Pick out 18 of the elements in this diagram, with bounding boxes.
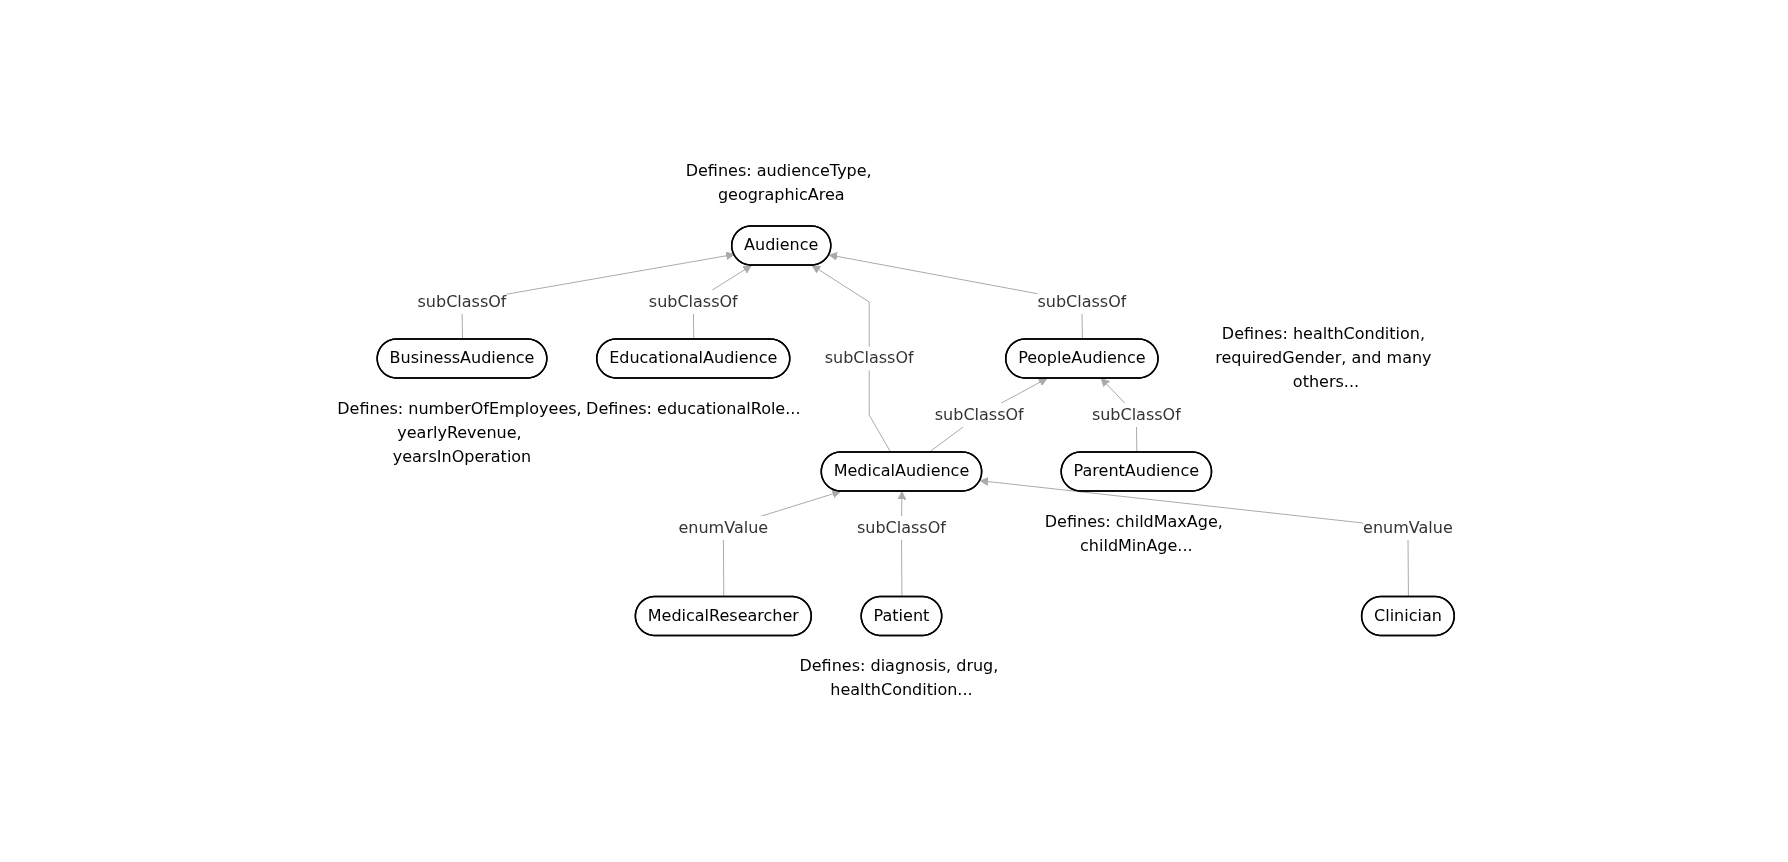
node-label: Defines: numberOfEmployees, yearlyRevenue, yearsInOperation — [337, 399, 582, 467]
edge-label: subClassOf — [1091, 405, 1181, 425]
edge-label: subClassOf — [648, 292, 738, 312]
edge-label: subClassOf — [824, 348, 914, 368]
edge-label: enumValue — [1363, 518, 1453, 538]
edge-label: enumValue — [678, 518, 769, 538]
arrow — [979, 477, 1409, 598]
node-label: Defines: educationalRole... — [586, 399, 801, 419]
arrow — [811, 265, 892, 454]
arrow — [928, 378, 1048, 454]
edge-label: subClassOf — [856, 518, 946, 538]
edge-label: subClassOf — [417, 292, 507, 312]
node-label: Defines: diagnosis, drug, healthCondition... — [799, 656, 999, 700]
node-label: Defines: childMaxAge, childMinAge... — [1044, 512, 1223, 556]
edge-label: subClassOf — [1037, 292, 1127, 312]
edge-label: subClassOf — [934, 405, 1024, 425]
node-label: Defines: healthCondition, requiredGender, and many others... — [1215, 324, 1432, 392]
node-label: Defines: audienceType, geographicArea — [685, 161, 872, 205]
